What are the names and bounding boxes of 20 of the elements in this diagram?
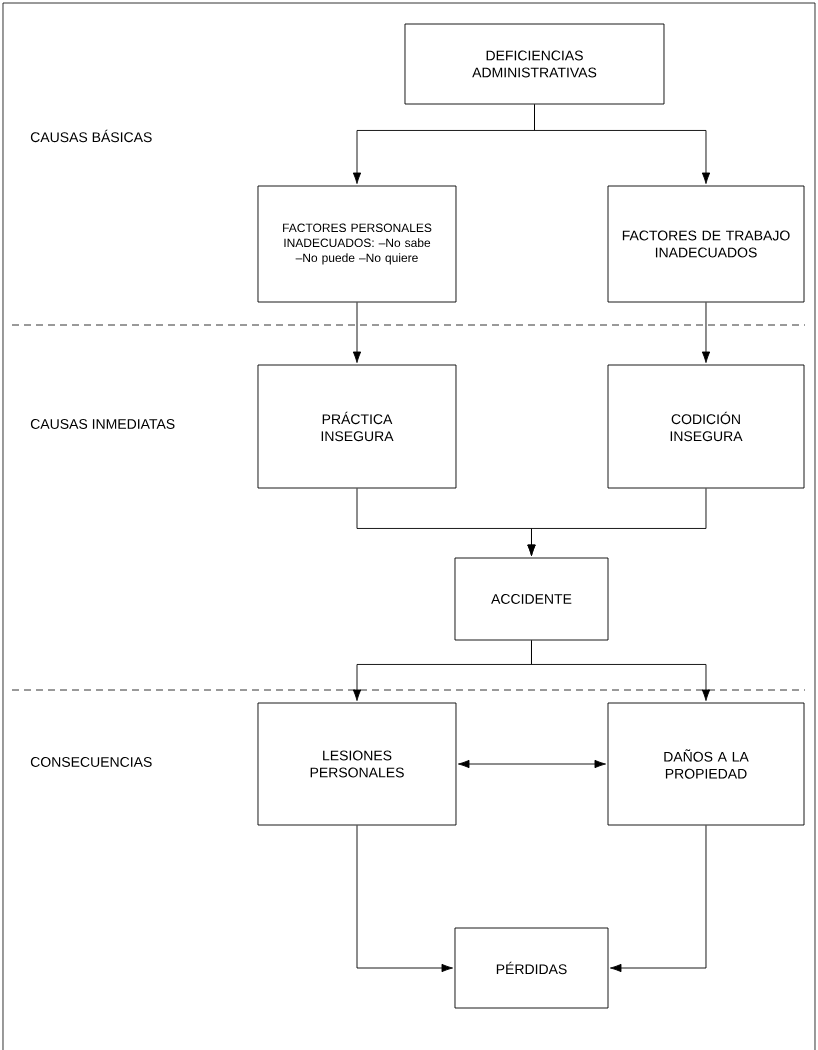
process-box: PRÁCTICA INSEGURA xyxy=(257,364,457,489)
process-box: ACCIDENTE xyxy=(454,557,609,641)
process-box: FACTORES PERSONALES INADECUADOS: –No sabe –No puede –No quiere xyxy=(257,185,457,303)
arrow xyxy=(531,640,711,701)
section-label: CONSECUENCIAS xyxy=(30,757,152,767)
arrow xyxy=(458,759,606,769)
process-box: DEFICIENCIAS ADMINISTRATIVAS xyxy=(404,23,665,105)
arrow xyxy=(352,302,362,363)
arrow xyxy=(356,825,453,973)
arrow xyxy=(534,104,711,184)
process-box: CODICIÓN INSEGURA xyxy=(607,364,805,489)
process-box: DAÑOS A LA PROPIEDAD xyxy=(607,702,805,826)
arrow xyxy=(610,825,707,973)
process-box: LESIONES PERSONALES xyxy=(257,702,457,826)
arrow xyxy=(527,488,707,556)
arrow xyxy=(701,302,711,363)
process-box: FACTORES DE TRABAJO INADECUADOS xyxy=(607,185,805,303)
section-label: CAUSAS BÁSICAS xyxy=(30,129,152,143)
section-label: CAUSAS INMEDIATAS xyxy=(30,419,175,429)
process-box: PÉRDIDAS xyxy=(454,927,609,1009)
